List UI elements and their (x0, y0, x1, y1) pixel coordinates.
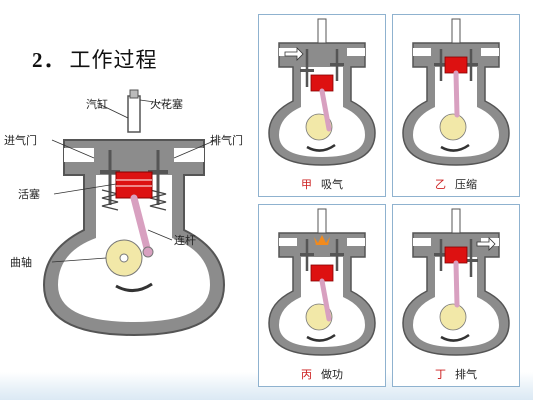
exhaust-port (481, 48, 499, 56)
label-crankshaft: 曲轴 (10, 256, 32, 269)
panel-stroke-name: 压缩 (455, 178, 477, 191)
panel-caption: 甲吸气 (259, 176, 385, 192)
connecting-rod (319, 278, 332, 322)
stroke-drawing (402, 208, 510, 356)
spark-plug-cap (129, 89, 139, 99)
connecting-rod (319, 88, 332, 132)
intake-valve-spring (101, 189, 119, 211)
connecting-rod (453, 260, 460, 308)
stroke-panel-power: 丙做功 (258, 204, 386, 387)
panel-stroke-name: 做功 (321, 368, 343, 381)
rotation-arrow (440, 143, 470, 152)
exhaust-port (174, 148, 204, 162)
crankcase-cavity (279, 257, 365, 347)
panel-caption: 乙压缩 (393, 176, 519, 192)
crank-disk (439, 303, 467, 331)
stroke-drawing (268, 208, 376, 356)
ignition-flame (314, 235, 330, 245)
panel-stroke-name: 排气 (455, 368, 477, 381)
intake-port (413, 238, 431, 246)
exhaust-valve-spring (149, 189, 167, 211)
label-exhaust-valve: 排气门 (210, 134, 243, 147)
intake-port (413, 48, 431, 56)
engine-main-drawing (42, 89, 226, 337)
intake-valve-head (300, 253, 314, 256)
exhaust-valve-head (330, 253, 344, 256)
engine-main-diagram: 汽缸 火花塞 进气门 排气门 活塞 连杆 曲轴 (4, 80, 244, 340)
stroke-drawing (402, 18, 510, 166)
label-spark-plug: 火花塞 (150, 98, 183, 111)
connecting-rod (130, 194, 152, 256)
spark-plug (317, 208, 327, 234)
stroke-drawing (268, 18, 376, 166)
panel-letter: 丁 (435, 368, 446, 381)
connecting-rod (453, 70, 460, 118)
rotation-arrow (306, 333, 336, 342)
stroke-panel-intake: 甲吸气 (258, 14, 386, 197)
label-piston: 活塞 (18, 188, 40, 201)
crankcase-cavity (279, 67, 365, 157)
exhaust-valve-head (330, 63, 344, 66)
spark-plug (127, 95, 141, 133)
panel-caption: 丁排气 (393, 366, 519, 382)
panel-letter: 乙 (435, 178, 446, 191)
rotation-arrow (306, 143, 336, 152)
page-title: 2．工作过程 (32, 44, 158, 74)
panel-caption: 丙做功 (259, 366, 385, 382)
spark-plug (451, 208, 461, 234)
panel-letter: 丙 (301, 368, 312, 381)
section-title: 工作过程 (69, 48, 158, 72)
piston (115, 171, 153, 199)
exhaust-valve-head (464, 63, 478, 66)
crank-disk (439, 113, 467, 141)
section-number: 2． (32, 48, 66, 72)
exhaust-valve-head (464, 259, 478, 262)
intake-valve-head (434, 63, 448, 66)
exhaust-port (347, 238, 365, 246)
panel-stroke-name: 吸气 (321, 178, 343, 191)
label-connecting-rod: 连杆 (174, 234, 196, 247)
intake-port (279, 238, 297, 246)
intake-valve-head (434, 253, 448, 256)
intake-valve-head (300, 69, 314, 72)
label-intake-valve: 进气门 (4, 134, 37, 147)
spark-plug (451, 18, 461, 44)
rotation-arrow (440, 333, 470, 342)
stroke-panel-compression: 乙压缩 (392, 14, 520, 197)
exhaust-port (347, 48, 365, 56)
spark-plug (317, 18, 327, 44)
label-cylinder: 汽缸 (86, 98, 108, 111)
rotation-arrow (115, 282, 153, 292)
panel-letter: 甲 (301, 178, 312, 191)
stroke-panel-exhaust: 丁排气 (392, 204, 520, 387)
exhaust-flow-arrow (476, 237, 496, 251)
intake-flow-arrow (284, 47, 304, 61)
intake-port (64, 148, 94, 162)
